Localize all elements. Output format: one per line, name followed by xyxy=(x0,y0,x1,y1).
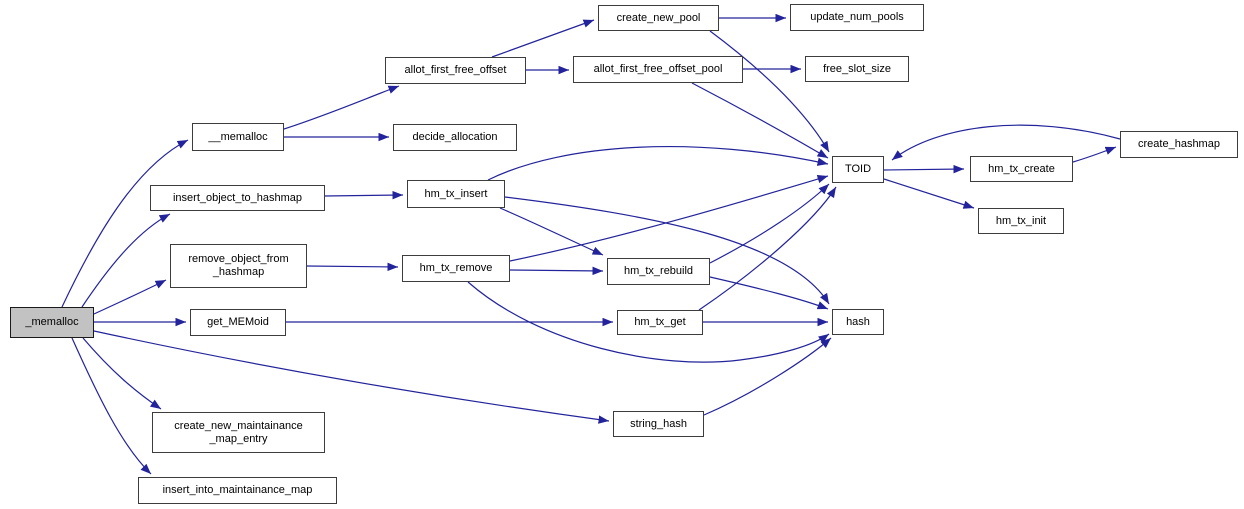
node-string_hash[interactable]: string_hash xyxy=(613,411,704,437)
node-hash[interactable]: hash xyxy=(832,309,884,335)
node-remove_object_from_hashmap[interactable]: remove_object_from _hashmap xyxy=(170,244,307,288)
node-hm_tx_create[interactable]: hm_tx_create xyxy=(970,156,1073,182)
node-label: create_hashmap xyxy=(1138,138,1220,150)
edge-_memalloc-to-insert_into_maintainance_map xyxy=(71,337,152,475)
node-label: hm_tx_init xyxy=(995,214,1047,227)
edge-TOID-to-hm_tx_init xyxy=(883,178,975,209)
node-label: allot_first_free_offset xyxy=(404,64,507,76)
node-hm_tx_rebuild[interactable]: hm_tx_rebuild xyxy=(607,258,710,285)
edge-allot_first_free_offset_pool-to-TOID xyxy=(691,82,829,159)
edge-remove_object_from_hashmap-to-hm_tx_remove xyxy=(306,262,399,272)
edge-hm_tx_create-to-create_hashmap xyxy=(1072,146,1117,163)
node-hm_tx_get[interactable]: hm_tx_get xyxy=(617,310,703,335)
node-insert_object_to_hashmap[interactable]: insert_object_to_hashmap xyxy=(150,185,325,211)
node-label: remove_object_from _hashmap xyxy=(188,253,289,278)
node-__memalloc[interactable]: __memalloc xyxy=(192,123,284,151)
edge-hm_tx_rebuild-to-TOID xyxy=(709,183,830,264)
edge-TOID-to-hm_tx_create xyxy=(883,164,965,174)
edge-_memalloc-to-insert_object_to_hashmap xyxy=(81,213,171,308)
edge-_memalloc-to-string_hash xyxy=(93,330,610,424)
edge-hm_tx_rebuild-to-hash xyxy=(709,276,829,310)
edge-hm_tx_remove-to-hm_tx_rebuild xyxy=(509,266,604,276)
edge-hm_tx_remove-to-hash xyxy=(467,281,830,363)
edge-hm_tx_insert-to-TOID xyxy=(487,145,829,181)
edges-group xyxy=(61,13,1121,475)
node-label: update_num_pools xyxy=(810,11,904,23)
edge-hm_tx_insert-to-hash xyxy=(504,196,830,305)
node-get_MEMoid[interactable]: get_MEMoid xyxy=(190,309,286,336)
node-label: create_new_pool xyxy=(616,11,701,24)
edge-hm_tx_get-to-TOID xyxy=(698,186,837,311)
node-allot_first_free_offset_pool[interactable]: allot_first_free_offset_pool xyxy=(573,56,743,83)
node-_memalloc[interactable]: _memalloc xyxy=(10,307,94,338)
node-create_hashmap[interactable]: create_hashmap xyxy=(1120,131,1238,158)
node-label: hm_tx_get xyxy=(634,316,686,328)
node-label: hm_tx_create xyxy=(988,162,1055,175)
node-label: free_slot_size xyxy=(823,62,891,75)
node-free_slot_size[interactable]: free_slot_size xyxy=(805,56,909,82)
node-label: _memalloc xyxy=(25,316,79,328)
node-hm_tx_insert[interactable]: hm_tx_insert xyxy=(407,180,505,208)
edge-string_hash-to-hash xyxy=(703,337,832,416)
node-label: create_new_maintainance _map_entry xyxy=(174,419,303,445)
edge-allot_first_free_offset-to-create_new_pool xyxy=(491,19,595,58)
node-label: allot_first_free_offset_pool xyxy=(593,63,723,75)
node-create_new_maintainance_map_entry[interactable]: create_new_maintainance _map_entry xyxy=(152,412,325,453)
node-hm_tx_init[interactable]: hm_tx_init xyxy=(978,208,1064,234)
node-label: hm_tx_insert xyxy=(424,187,488,200)
edge-create_new_pool-to-TOID xyxy=(709,30,830,153)
edge-hm_tx_remove-to-TOID xyxy=(509,174,829,262)
node-create_new_pool[interactable]: create_new_pool xyxy=(598,5,719,31)
node-TOID[interactable]: TOID xyxy=(832,156,884,183)
node-label: hash xyxy=(846,315,870,328)
node-insert_into_maintainance_map[interactable]: insert_into_maintainance_map xyxy=(138,477,337,504)
edge-_memalloc-to-remove_object_from_hashmap xyxy=(93,279,167,315)
edge-__memalloc-to-allot_first_free_offset xyxy=(283,85,400,130)
node-hm_tx_remove[interactable]: hm_tx_remove xyxy=(402,255,510,282)
node-label: hm_tx_rebuild xyxy=(623,265,694,277)
node-label: insert_into_maintainance_map xyxy=(162,484,313,496)
node-update_num_pools[interactable]: update_num_pools xyxy=(790,4,924,31)
node-allot_first_free_offset[interactable]: allot_first_free_offset xyxy=(385,57,526,84)
edge-_memalloc-to-__memalloc xyxy=(61,139,189,308)
node-label: __memalloc xyxy=(208,130,268,143)
node-label: get_MEMoid xyxy=(207,316,269,328)
node-decide_allocation[interactable]: decide_allocation xyxy=(393,124,517,151)
edge-insert_object_to_hashmap-to-hm_tx_insert xyxy=(324,190,404,200)
node-label: TOID xyxy=(844,163,872,175)
node-label: decide_allocation xyxy=(412,131,498,143)
edge-create_hashmap-to-TOID xyxy=(891,124,1121,161)
edge-_memalloc-to-create_new_maintainance_map_entry xyxy=(82,337,162,410)
node-label: hm_tx_remove xyxy=(419,262,493,274)
edge-hm_tx_insert-to-hm_tx_rebuild xyxy=(499,207,604,256)
node-label: string_hash xyxy=(630,417,687,430)
node-label: insert_object_to_hashmap xyxy=(172,191,303,204)
